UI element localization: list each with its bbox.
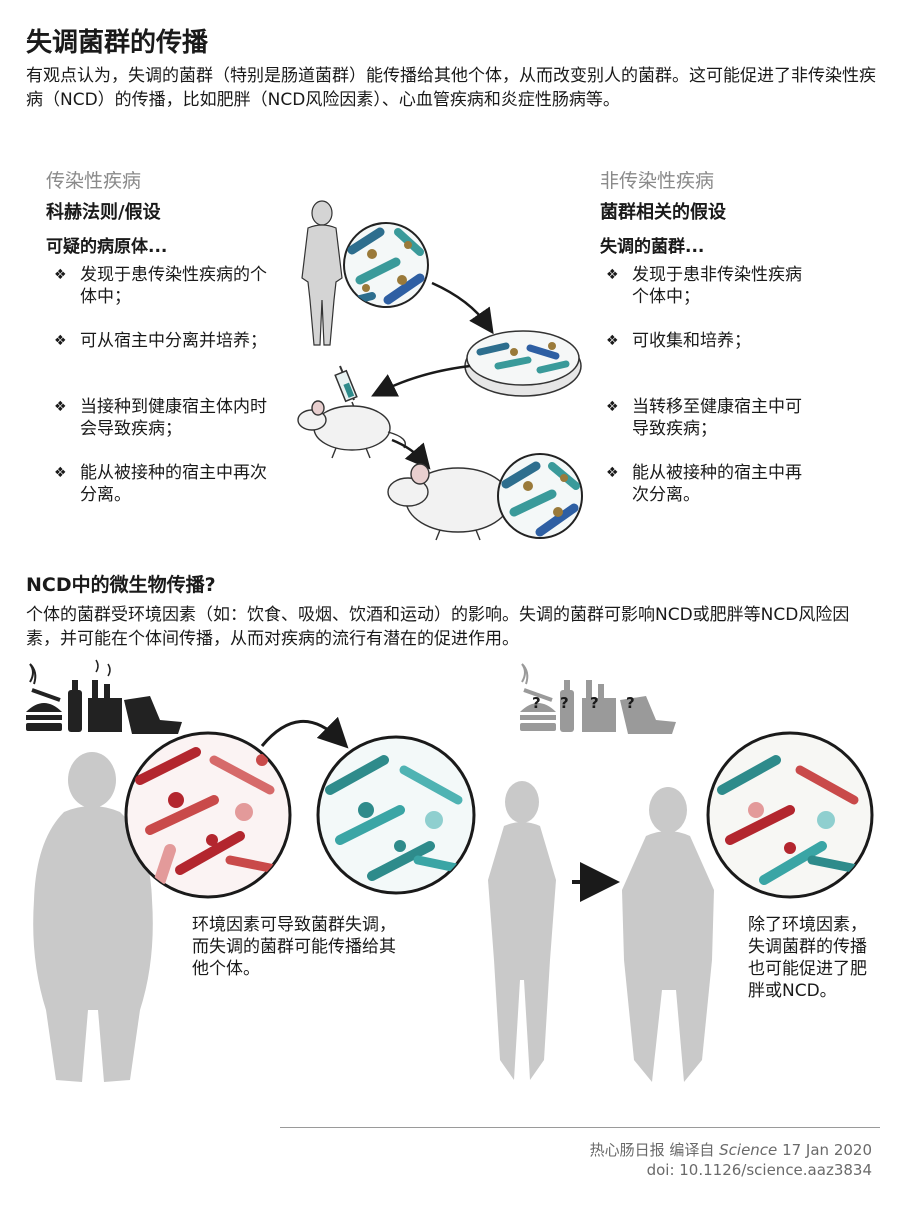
microbiota-circle-human bbox=[343, 222, 429, 308]
microbiota-circle-mouse bbox=[497, 453, 583, 539]
burger-icon bbox=[26, 703, 62, 731]
right-column-heading: 非传染性疾病 bbox=[600, 170, 715, 192]
credit-line: 热心肠日报 编译自 Science 17 Jan 2020 bbox=[589, 1141, 872, 1159]
bottle-icon bbox=[68, 680, 82, 732]
human-silhouette-small bbox=[301, 200, 343, 346]
section2-title: NCD中的微生物传播? bbox=[26, 574, 216, 596]
bullet-icon: ❖ bbox=[54, 465, 67, 481]
human-silhouette-obese bbox=[33, 752, 153, 1082]
bullet-icon: ❖ bbox=[606, 267, 619, 283]
bullet-icon: ❖ bbox=[606, 333, 619, 349]
microbiota-circle-mixed bbox=[706, 731, 874, 899]
arrow-to-culture bbox=[431, 281, 494, 335]
left-column-subheading: 科赫法则/假设 bbox=[46, 202, 161, 223]
section2-paragraph: 个体的菌群受环境因素（如：饮食、吸烟、饮酒和运动）的影响。失调的菌群可影响NCD… bbox=[26, 605, 850, 649]
footer-divider bbox=[280, 1127, 880, 1128]
factory-icon bbox=[88, 659, 122, 732]
credit-block: 热心肠日报 编译自 Science 17 Jan 2020 doi: 10.11… bbox=[590, 1140, 872, 1180]
intro-paragraph: 有观点认为，失调的菌群（特别是肠道菌群）能传播给其他个体，从而改变别人的菌群。这… bbox=[26, 66, 876, 110]
question-mark-icon: ? bbox=[626, 694, 635, 712]
environmental-factors-icons bbox=[26, 659, 182, 734]
note-right: 除了环境因素，失调菌群的传播也可能促进了肥胖或NCD。 bbox=[748, 915, 867, 1001]
petri-dish bbox=[464, 330, 582, 397]
right-column-lead: 失调的菌群... bbox=[600, 237, 705, 257]
right-bullet-list: ❖ 发现于患非传染性疾病个体中； ❖ 可收集和培养； ❖ 当转移至健康宿主中可导… bbox=[606, 265, 802, 505]
arrow-transmission bbox=[260, 716, 349, 749]
environmental-factors-icons-uncertain bbox=[520, 663, 676, 734]
left-bullet-list: ❖ 发现于患传染性疾病的个体中； ❖ 可从宿主中分离并培养； ❖ 当接种到健康宿… bbox=[54, 265, 267, 505]
question-mark-icon: ? bbox=[560, 694, 569, 712]
right-column-subheading: 菌群相关的假设 bbox=[600, 202, 726, 223]
mouse-diseased bbox=[387, 463, 525, 541]
left-column-heading: 传染性疾病 bbox=[46, 170, 142, 192]
arrow-to-inoculation bbox=[371, 364, 471, 397]
human-silhouette-slim bbox=[488, 781, 556, 1080]
doi-line: doi: 10.1126/science.aaz3834 bbox=[646, 1161, 872, 1179]
question-mark-icon: ? bbox=[590, 694, 599, 712]
arrow-to-mouse bbox=[391, 438, 431, 470]
bullet-icon: ❖ bbox=[54, 399, 67, 415]
microbiota-circle-dysbiotic bbox=[124, 731, 292, 899]
bullet-icon: ❖ bbox=[54, 333, 67, 349]
note-left: 环境因素可导致菌群失调，而失调的菌群可能传播给其他个体。 bbox=[192, 915, 396, 979]
microbiota-circle-healthy bbox=[316, 735, 476, 895]
bullet-icon: ❖ bbox=[606, 399, 619, 415]
bullet-icon: ❖ bbox=[606, 465, 619, 481]
syringe-icon bbox=[334, 365, 358, 413]
bullet-icon: ❖ bbox=[54, 267, 67, 283]
smoking-icon bbox=[29, 663, 61, 702]
question-mark-icon: ? bbox=[532, 694, 541, 712]
left-column-lead: 可疑的病原体... bbox=[46, 237, 168, 257]
human-silhouette-heavier bbox=[622, 787, 714, 1082]
mouse-inoculated bbox=[297, 400, 406, 459]
page-title: 失调菌群的传播 bbox=[26, 28, 209, 58]
sofa-icon bbox=[124, 696, 182, 734]
